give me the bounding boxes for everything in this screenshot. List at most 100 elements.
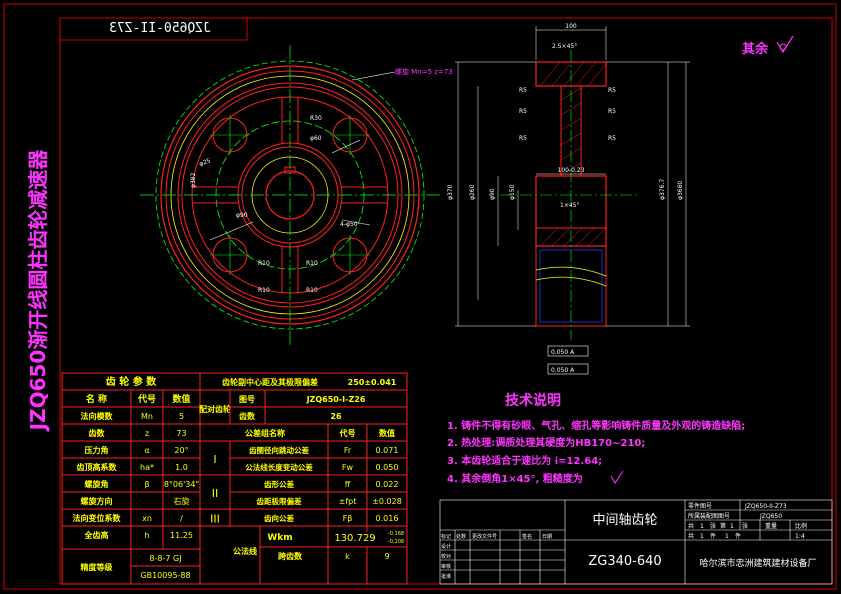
- param-name: 螺旋方向: [81, 496, 113, 506]
- svg-text:φ260: φ260: [469, 184, 476, 200]
- svg-text:0.050 A: 0.050 A: [551, 367, 575, 374]
- svg-text:JZQ650-II-Z73: JZQ650-II-Z73: [109, 21, 211, 36]
- svg-text:φ370: φ370: [447, 184, 454, 200]
- tol-group-roman: III: [210, 513, 220, 526]
- table-cell: 130.729: [334, 533, 375, 544]
- svg-text:R5: R5: [519, 87, 527, 94]
- tech-note-2: 2. 热处理:调质处理其硬度为HB170~210;: [447, 436, 645, 449]
- table-cell: 图号: [239, 395, 255, 404]
- vertical-title: JZQ650渐开线圆柱齿轮减速器: [26, 149, 50, 433]
- param-code: h: [144, 531, 149, 540]
- table-cell: 名 称: [86, 393, 107, 405]
- svg-text:1: 1: [700, 533, 704, 540]
- svg-text:张: 张: [742, 522, 748, 530]
- table-cell: 公法线: [233, 546, 257, 556]
- table-cell: 代号: [339, 428, 356, 438]
- svg-text:JZQ650-II-Z73: JZQ650-II-Z73: [744, 503, 787, 510]
- svg-text:零件图号: 零件图号: [688, 502, 712, 510]
- tol-name: 齿形公差: [264, 479, 294, 489]
- tol-value: 0.016: [376, 514, 399, 523]
- table-cell: k: [345, 552, 350, 561]
- svg-text:100: 100: [565, 23, 577, 30]
- svg-text:φ25: φ25: [198, 157, 211, 168]
- svg-text:φ90: φ90: [489, 188, 496, 200]
- tech-note-4: 4. 其余倒角1×45°, 粗糙度为: [447, 472, 583, 485]
- table-cell: 配对齿轮: [199, 404, 231, 414]
- table-cell: 8-8-7 GJ: [149, 554, 181, 563]
- svg-text:R5: R5: [519, 108, 527, 115]
- param-value: 20°: [174, 446, 188, 455]
- svg-text:日期: 日期: [542, 534, 552, 540]
- tol-code: Fr: [344, 446, 352, 455]
- param-value: 73: [176, 429, 186, 438]
- tol-code: ff: [345, 480, 351, 489]
- table-cell: 齿轮副中心距及其极限偏差: [222, 377, 318, 387]
- svg-text:所属装配图图号: 所属装配图图号: [688, 512, 730, 520]
- tol-name: 齿圈径向跳动公差: [249, 445, 309, 455]
- param-value: /: [180, 514, 183, 523]
- part-name: 中间轴齿轮: [592, 513, 657, 528]
- svg-text:JZQ650: JZQ650: [759, 513, 782, 520]
- table-cell: Wkm: [267, 533, 292, 543]
- table-cell: -0.208: [388, 539, 404, 545]
- svg-text:R5: R5: [608, 87, 616, 94]
- tech-note-3: 3. 本齿轮适合于速比为 i=12.64;: [447, 454, 602, 467]
- svg-text:φ382: φ382: [190, 172, 197, 188]
- param-value: 1.0: [175, 463, 188, 472]
- tol-name: 公法线长度变动公差: [245, 462, 313, 472]
- param-name: 齿顶高系数: [77, 462, 118, 472]
- helix-note: 螺旋 Mn=5 z=73: [395, 67, 453, 76]
- svg-text:1: 1: [730, 523, 734, 530]
- svg-text:件: 件: [710, 532, 716, 540]
- table-cell: 跨齿数: [278, 551, 303, 561]
- gear-front-view: 螺旋 Mn=5 z=73 4-φ50 R10 R10 R10 R10 R30 φ…: [140, 45, 453, 345]
- tol-group-roman: II: [212, 487, 219, 500]
- svg-text:比例: 比例: [795, 522, 807, 530]
- param-value: 5: [179, 412, 184, 421]
- title-block-text: 中间轴齿轮 ZG340-640 零件图号 JZQ650-II-Z73 所属装配图…: [441, 502, 817, 580]
- table-cell: 9: [384, 552, 389, 561]
- param-name: 齿数: [89, 428, 106, 438]
- tol-code: ±fpt: [339, 497, 357, 506]
- table-cell: 代号: [137, 393, 156, 405]
- param-value: 8°06'34": [164, 480, 199, 489]
- param-value: 11.25: [170, 531, 193, 540]
- svg-text:1:4: 1:4: [795, 533, 805, 540]
- param-name: 全齿高: [84, 530, 109, 540]
- rest-roughness: 其余: [742, 41, 769, 57]
- table-cell: 26: [330, 412, 342, 421]
- tol-value: 0.071: [376, 446, 399, 455]
- table-cell: 数值: [172, 393, 190, 405]
- roughness-symbol-small: [610, 470, 624, 484]
- svg-text:2.5×45°: 2.5×45°: [552, 43, 577, 50]
- tol-value: 0.050: [376, 463, 399, 472]
- svg-text:R30: R30: [310, 115, 322, 122]
- tol-name: 齿距极限偏差: [257, 496, 302, 506]
- param-code: ha*: [140, 463, 154, 472]
- company: 哈尔滨市忠洲建筑建材设备厂: [699, 557, 816, 569]
- gear-params-header: 齿 轮 参 数: [106, 375, 157, 388]
- svg-text:φ150: φ150: [509, 184, 516, 200]
- tol-value: ±0.028: [372, 497, 402, 506]
- param-code: Mn: [141, 412, 153, 421]
- svg-text:校对: 校对: [441, 553, 451, 560]
- svg-text:重量: 重量: [765, 522, 777, 530]
- tech-notes: 技术说明 1. 铸件不得有砂眼、气孔、缩孔等影响铸件质量及外观的铸造缺陷; 2.…: [447, 392, 745, 485]
- material: ZG340-640: [588, 554, 661, 569]
- svg-text:张: 张: [710, 522, 716, 530]
- svg-text:审核: 审核: [441, 563, 451, 570]
- svg-text:R5: R5: [519, 135, 527, 142]
- table-cell: 精度等级: [81, 562, 114, 572]
- roughness-symbol: [776, 35, 794, 54]
- param-name: 压力角: [85, 445, 109, 455]
- svg-text:R5: R5: [608, 135, 616, 142]
- svg-text:标记: 标记: [441, 533, 451, 540]
- param-name: 法向模数: [81, 411, 114, 421]
- hole-label: 4-φ50: [340, 221, 358, 228]
- tech-title: 技术说明: [505, 392, 561, 409]
- param-value: 右旋: [174, 496, 190, 506]
- svg-text:1: 1: [700, 523, 704, 530]
- svg-text:φ90: φ90: [236, 212, 248, 219]
- svg-text:R10: R10: [258, 260, 270, 267]
